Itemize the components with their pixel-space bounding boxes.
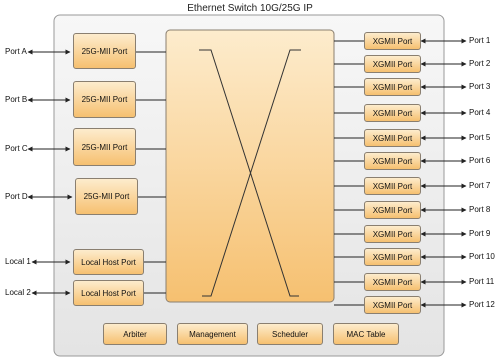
switch-fabric	[165, 29, 335, 303]
25g-mii-port-c-block: 25G-MII Port	[73, 128, 136, 166]
xgmii-port-1-block: XGMII Port	[364, 32, 421, 50]
left-connectors	[27, 49, 166, 296]
xgmii-port-6-block: XGMII Port	[364, 152, 421, 170]
port-1-label: Port 1	[469, 36, 491, 45]
port-3-label: Port 3	[469, 82, 491, 91]
25g-mii-port-a-block: 25G-MII Port	[73, 33, 136, 69]
xgmii-port-5-block: XGMII Port	[364, 129, 421, 147]
25g-mii-port-d-block: 25G-MII Port	[75, 178, 138, 215]
xgmii-port-2-block: XGMII Port	[364, 55, 421, 73]
port-6-label: Port 6	[469, 156, 491, 165]
xgmii-port-11-block: XGMII Port	[364, 273, 421, 291]
arbiter-block: Arbiter	[103, 323, 167, 345]
port-7-label: Port 7	[469, 181, 491, 190]
scheduler-block: Scheduler	[257, 323, 323, 345]
port-10-label: Port 10	[469, 252, 495, 261]
xgmii-port-7-block: XGMII Port	[364, 177, 421, 195]
port-9-label: Port 9	[469, 229, 491, 238]
xgmii-port-12-block: XGMII Port	[364, 296, 421, 314]
crossbar-lines	[199, 49, 301, 297]
25g-mii-port-b-block: 25G-MII Port	[73, 81, 136, 118]
local-2-label: Local 2	[5, 288, 31, 297]
xgmii-port-8-block: XGMII Port	[364, 201, 421, 219]
port-2-label: Port 2	[469, 59, 491, 68]
local-host-port-2-block: Local Host Port	[73, 280, 144, 306]
local-1-label: Local 1	[5, 257, 31, 266]
port-12-label: Port 12	[469, 300, 495, 309]
right-connectors	[334, 38, 467, 308]
diagram-title: Ethernet Switch 10G/25G IP	[187, 3, 313, 14]
management-block: Management	[177, 323, 248, 345]
port-11-label: Port 11	[469, 277, 495, 286]
xgmii-port-3-block: XGMII Port	[364, 78, 421, 96]
port-4-label: Port 4	[469, 108, 491, 117]
port-8-label: Port 8	[469, 205, 491, 214]
port-5-label: Port 5	[469, 133, 491, 142]
port-c-label: Port C	[5, 144, 28, 153]
port-d-label: Port D	[5, 192, 28, 201]
xgmii-port-4-block: XGMII Port	[364, 104, 421, 122]
port-b-label: Port B	[5, 95, 28, 104]
local-host-port-1-block: Local Host Port	[73, 249, 144, 275]
mac-table-block: MAC Table	[333, 323, 399, 345]
xgmii-port-10-block: XGMII Port	[364, 248, 421, 266]
port-a-label: Port A	[5, 47, 27, 56]
xgmii-port-9-block: XGMII Port	[364, 225, 421, 243]
